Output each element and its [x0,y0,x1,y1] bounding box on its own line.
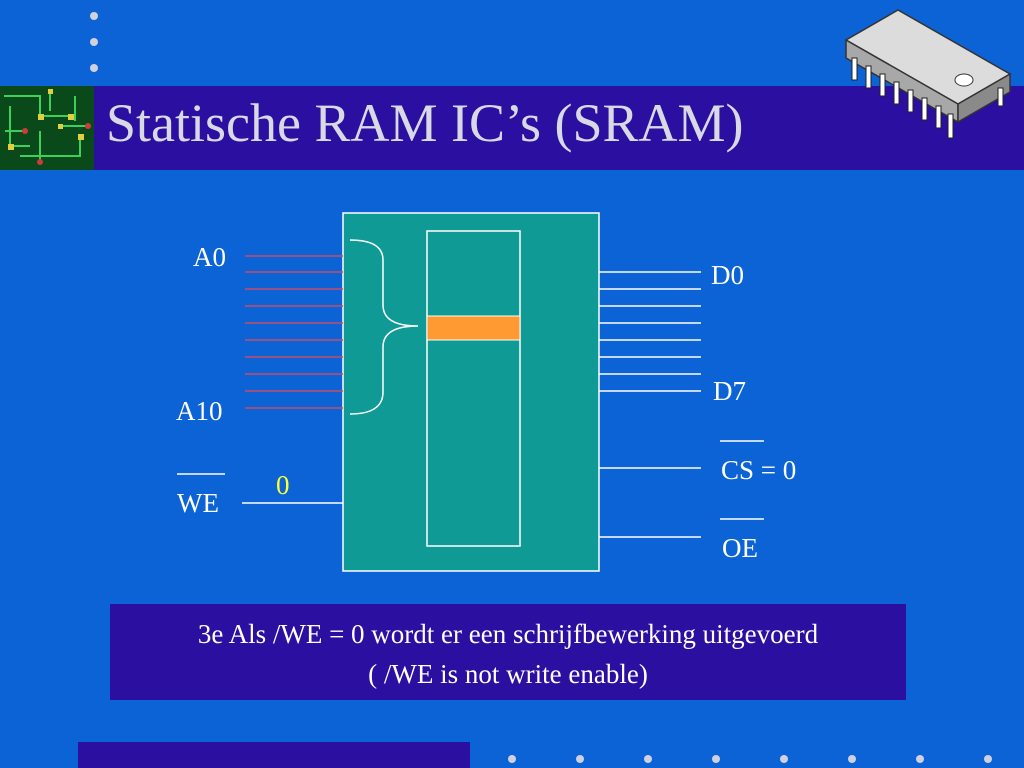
label-cs: CS = 0 [721,455,797,485]
title-bar [0,86,1024,170]
we-value: 0 [276,470,290,500]
caption-line-2: ( /WE is not write enable) [368,659,648,689]
caption-box: 3e Als /WE = 0 wordt er een schrijfbewer… [110,604,906,700]
memory-array [426,230,521,547]
selected-memory-row [426,315,521,341]
label-a10: A10 [176,396,223,426]
decorative-dots-top [90,12,98,72]
label-a0: A0 [193,242,226,272]
label-we: WE [177,488,219,518]
address-lines [245,255,343,409]
label-d0: D0 [711,260,744,290]
label-d7: D7 [713,376,746,406]
sram-chip-body [342,212,600,572]
footer-bar [78,742,470,768]
label-oe: OE [722,533,758,563]
circuit-board-icon [0,86,94,170]
ic-chip-icon [844,9,1012,139]
decorative-dots-bottom [508,755,992,763]
caption-line-1: 3e Als /WE = 0 wordt er een schrijfbewer… [197,619,819,649]
address-bus-brace [349,239,419,415]
data-lines [599,271,701,392]
slide-title: Statische RAM IC’s (SRAM) [106,93,744,153]
